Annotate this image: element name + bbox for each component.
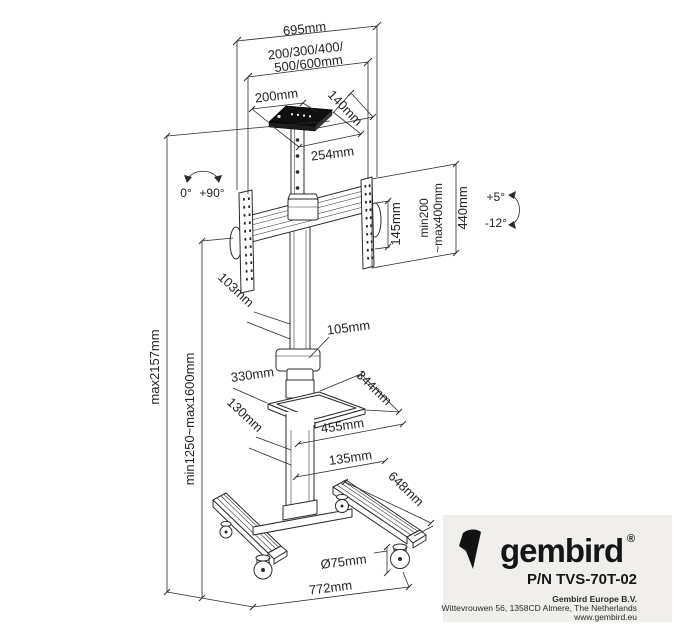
label-height-max: max2157mm [147,329,162,404]
label-rotate-plus90: +90° [199,186,224,200]
brand-info-box: gembird ® P/N TVS-70T-02 Gembird Europe … [442,515,672,622]
label-shelf-gap: 130mm [224,394,266,435]
upper-column-tube [290,123,305,205]
label-base-depth: 648mm [385,468,427,509]
label-bracket-gap: 145mm [388,202,403,245]
dim-height-max: max2157mm [147,120,331,596]
label-rotate-zero: 0° [180,186,192,200]
arc-arrow-right [214,175,222,183]
dim-plate-depth: 140mm [317,87,377,129]
column-collar [275,348,321,383]
base-leg-right [332,479,427,549]
label-tilt-down: -12° [485,216,507,230]
tilt-arrow-top [508,191,516,199]
tilt-arrow-bottom [508,221,516,229]
dim-height-range: min1250~max1600mm [182,237,234,602]
dim-lower-gap: 135mm [292,447,389,481]
dim-plate-width: 200mm [248,85,318,123]
caster-front-left [253,554,273,580]
dim-handle-offset: 105mm [308,317,371,359]
base-leg-left [212,492,288,565]
dim-shelf-width: 330mm [230,364,275,404]
label-lower-gap: 135mm [328,447,373,468]
label-vesa-height-2: ~max400mm [431,183,445,253]
top-shelf-plate [268,105,333,132]
company-website: www.gembird.eu [573,612,637,622]
caster-back-right [335,494,349,513]
dim-vesa-height-box: min200 ~max400mm 440mm [371,160,470,269]
gembird-bird-logo-icon [459,529,481,569]
base-assembly [212,479,427,580]
column-clamp [287,193,319,221]
base-crossbar [252,508,353,536]
middle-column-tube [289,225,311,353]
label-plate-total: 254mm [310,143,355,163]
vesa-plate-left [238,189,255,294]
label-shelf-total: 455mm [320,415,365,436]
brand-wordmark: gembird [500,532,623,569]
trolley-structure [212,105,427,580]
dim-shelf-total: 455mm [294,415,407,448]
label-height-range: min1250~max1600mm [182,353,197,486]
label-plate-height: 440mm [455,186,470,229]
label-vesa-height-1: min200 [417,198,431,238]
company-name: Gembird Europe B.V. [552,594,637,604]
label-shelf-width: 330mm [230,364,275,385]
label-base-width: 772mm [308,577,353,597]
label-total-width: 695mm [282,19,327,39]
caster-back-left [219,521,233,539]
tilt-range: +5° -12° [485,190,520,230]
arc-arrow-left [184,175,192,183]
brand-box-background [443,515,672,622]
lower-column-tube [285,412,315,508]
dim-wheel-diameter: Ø75mm [320,543,391,577]
company-address: Wittevrouwen 56, 1358CD Almere, The Neth… [442,603,637,613]
label-plate-width: 200mm [254,85,299,105]
column-base-mount [282,499,318,521]
label-handle-offset: 105mm [326,317,371,337]
dim-base-width: 772mm [166,571,413,611]
vesa-holes-left [243,197,253,281]
dim-bracket-gap: 145mm [374,197,403,251]
registered-mark: ® [627,533,635,545]
dim-total-width: 695mm [232,19,382,190]
label-shelf-depth: 344mm [353,367,395,408]
label-wheel-diameter: Ø75mm [320,551,368,572]
part-number: P/N TVS-70T-02 [527,571,637,588]
label-tilt-up: +5° [487,190,506,204]
rotation-range: 0° +90° [180,170,225,200]
dim-plate-total: 254mm [270,111,365,164]
caster-front-right [390,543,410,569]
